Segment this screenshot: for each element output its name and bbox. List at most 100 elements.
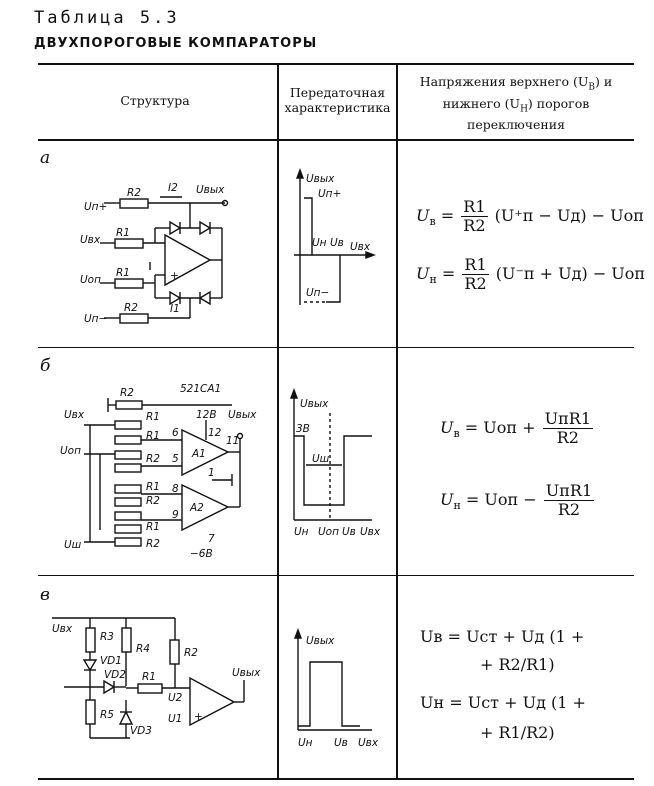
formula-c-upper-line2: + R2/R1) bbox=[480, 655, 555, 674]
x-arrow bbox=[365, 250, 376, 260]
formula-a-lower-sub: н bbox=[429, 273, 437, 287]
fraction-den: R2 bbox=[463, 216, 486, 235]
header-thresholds-line1: Напряжения верхнего (U bbox=[419, 74, 589, 89]
chart-b-label: Uв bbox=[342, 526, 356, 538]
chart-a-label: Uвх bbox=[350, 241, 371, 253]
y-arrow bbox=[289, 388, 299, 399]
formula-a-upper-rhs: (U⁺п − Uд) − Uоп bbox=[494, 206, 644, 225]
fraction-num: R1 bbox=[461, 197, 488, 217]
header-transfer-line1: Передаточная bbox=[289, 85, 386, 100]
chart-c-label: Uн bbox=[298, 737, 313, 749]
opamp-a2 bbox=[181, 483, 230, 532]
opamp-c-plus: + bbox=[194, 711, 203, 723]
circuit-b-label: 1 bbox=[208, 467, 215, 479]
circuit-b-label: R1 bbox=[146, 481, 160, 493]
rule-row2 bbox=[38, 575, 634, 577]
circuit-b-label: R2 bbox=[146, 453, 160, 465]
header-structure: Структура bbox=[120, 93, 190, 108]
resistor bbox=[114, 420, 142, 430]
rule-header bbox=[38, 139, 634, 141]
circuit-b-label: 12 bbox=[208, 427, 222, 439]
formula-b-lower-sub: н bbox=[453, 499, 461, 513]
formula-b-upper-sub: в bbox=[453, 427, 460, 441]
chart-a-label: Uп− bbox=[306, 287, 329, 299]
circuit-a-label: Uвх bbox=[80, 234, 101, 246]
circuit-c-label: Uвх bbox=[52, 623, 73, 635]
column-divider-2 bbox=[396, 63, 398, 779]
opamp-a bbox=[164, 233, 212, 287]
circuit-b-label: Uвых bbox=[228, 409, 257, 421]
resistor bbox=[114, 537, 142, 547]
fraction-den: R2 bbox=[556, 428, 579, 447]
chart-c-label: Uв bbox=[334, 737, 348, 749]
chart-b-label: Uвых bbox=[300, 398, 329, 410]
circuit-b-label: 9 bbox=[172, 509, 179, 521]
circuit-c-label: R4 bbox=[136, 643, 150, 655]
y-arrow bbox=[295, 168, 305, 179]
circuit-a-label: Uоп bbox=[80, 274, 101, 286]
circuit-b-label: R2 bbox=[120, 387, 134, 399]
chart-b-label: Uн bbox=[294, 526, 309, 538]
resistor bbox=[114, 484, 142, 494]
formula-a-upper-lhs: U bbox=[416, 206, 430, 225]
circuit-a-label: Uп− bbox=[84, 313, 107, 325]
circuit-a-label: R2 bbox=[124, 302, 138, 314]
transfer-curve-c bbox=[298, 661, 360, 727]
resistor bbox=[114, 450, 142, 460]
chart-c-label: Uвх bbox=[358, 737, 379, 749]
resistor bbox=[114, 524, 142, 534]
chart-b-label: Uвх bbox=[360, 526, 381, 538]
circuit-b-label: A2 bbox=[189, 502, 204, 514]
y-arrow bbox=[293, 628, 303, 639]
circuit-b-label: 5 bbox=[172, 453, 179, 465]
circuit-b-label: R1 bbox=[146, 411, 160, 423]
circuit-b-label: R1 bbox=[146, 521, 160, 533]
circuit-b-label: 521СА1 bbox=[180, 383, 221, 395]
circuit-b-label: A1 bbox=[191, 448, 206, 460]
fraction-num: UпR1 bbox=[542, 409, 594, 429]
circuit-a-label: Uп+ bbox=[84, 201, 107, 213]
resistor bbox=[114, 463, 142, 473]
circuit-b-label: R1 bbox=[146, 430, 160, 442]
circuit-b-label: R2 bbox=[146, 538, 160, 550]
circuit-c-label: R3 bbox=[100, 631, 114, 643]
formula-c-lower-line2: + R1/R2) bbox=[480, 723, 555, 742]
transfer-curve-a bbox=[304, 197, 313, 255]
header-thresholds-line3: переключения bbox=[467, 117, 565, 132]
fraction-num: UпR1 bbox=[543, 481, 595, 501]
circuit-c-label: R2 bbox=[184, 647, 198, 659]
rule-row1 bbox=[38, 347, 634, 349]
circuit-a-label: I1 bbox=[170, 303, 180, 315]
column-divider-1 bbox=[277, 63, 279, 779]
formula-b-upper-mid: = Uоп + bbox=[464, 418, 536, 437]
circuit-c-label: VD2 bbox=[104, 669, 126, 681]
circuit-c-label: U1 bbox=[168, 713, 182, 725]
circuit-a-label: R1 bbox=[116, 227, 130, 239]
circuit-c-label: R1 bbox=[142, 671, 156, 683]
header-sub2: Н bbox=[520, 104, 528, 114]
formula-a-lower-lhs: U bbox=[416, 264, 430, 283]
fraction-den: R2 bbox=[557, 500, 581, 519]
circuit-b-label: 8 bbox=[172, 483, 179, 495]
formula-a-lower-rhs: (U⁻п + Uд) − Uоп bbox=[495, 264, 646, 283]
circuit-a-label: R2 bbox=[127, 187, 141, 199]
rule-bottom bbox=[38, 778, 634, 780]
circuit-b-label: Uвх bbox=[64, 409, 85, 421]
circuit-b-label: Uоп bbox=[60, 445, 81, 457]
resistor bbox=[114, 511, 142, 521]
formula-c-lower-line1: Uн = Uст + Uд (1 + bbox=[420, 693, 586, 712]
circuit-b-label: 12В bbox=[196, 409, 217, 421]
chart-b-label: Uш bbox=[312, 453, 330, 465]
circuit-c-label: Uвых bbox=[232, 667, 261, 679]
row-label-v: в bbox=[40, 585, 50, 605]
fraction-num: R1 bbox=[462, 255, 489, 275]
